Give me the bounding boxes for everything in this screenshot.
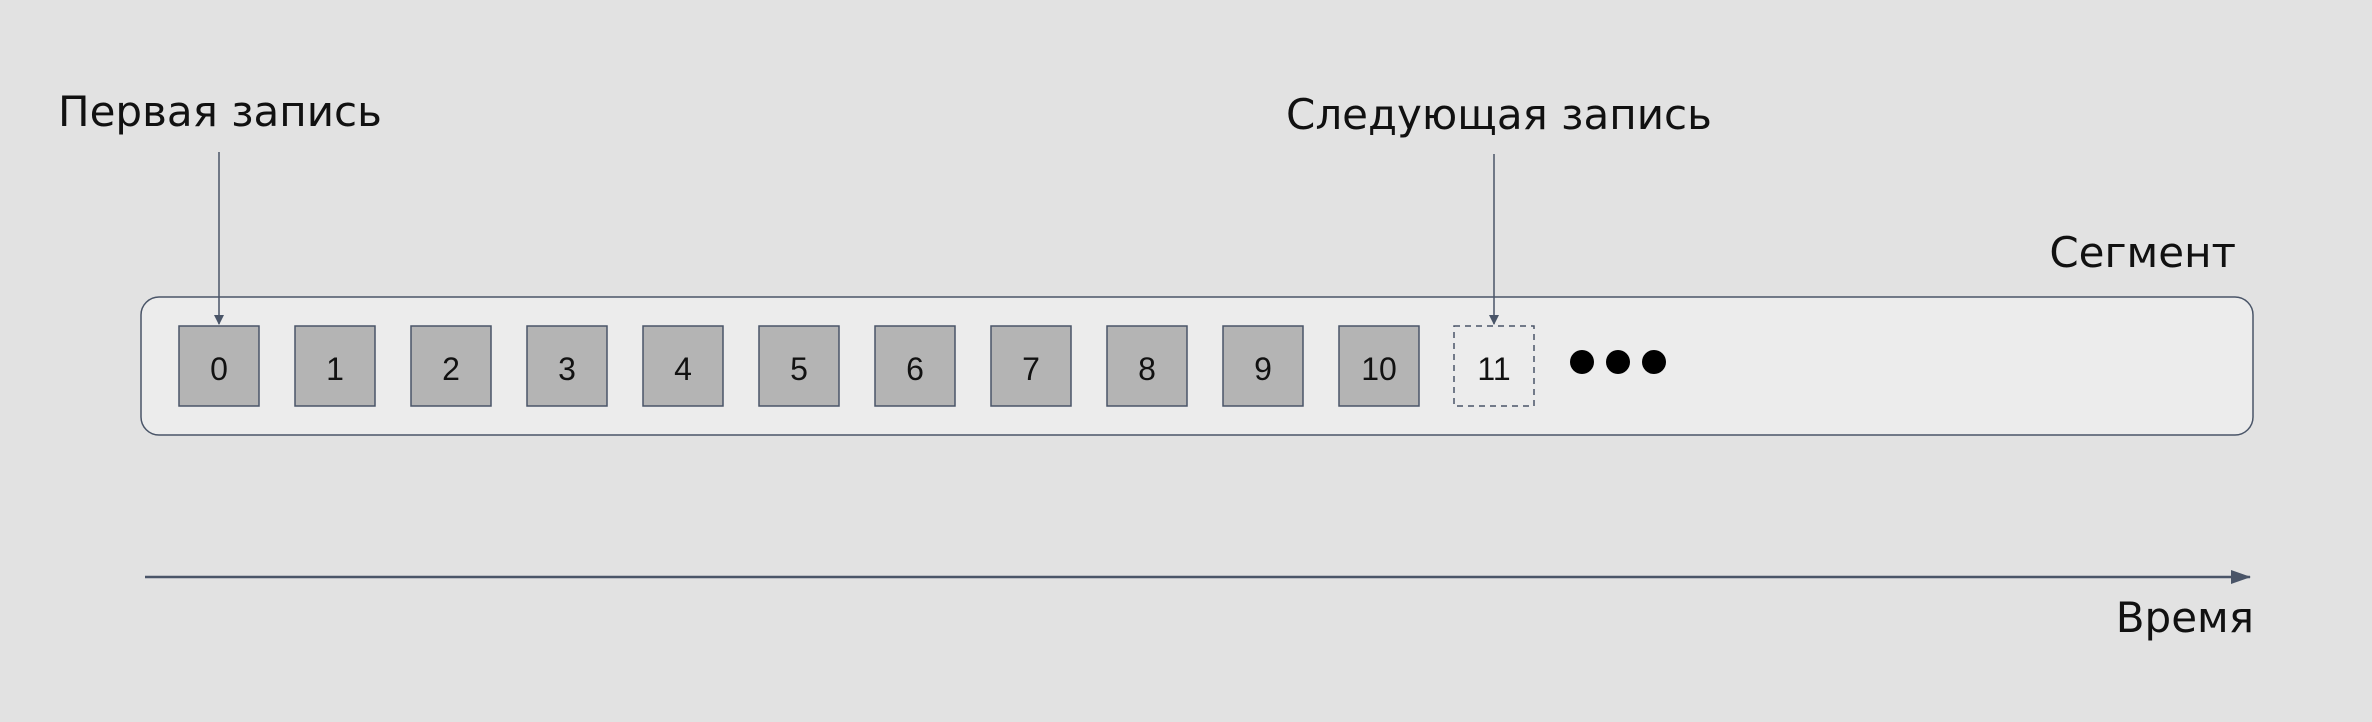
segment-label: Сегмент — [2049, 228, 2236, 277]
record-cell: 1 — [294, 325, 376, 407]
record-number: 1 — [326, 351, 344, 387]
time-label: Время — [2116, 593, 2254, 642]
record-box — [642, 325, 724, 407]
record-box — [1222, 325, 1304, 407]
record-box — [874, 325, 956, 407]
next-record-box — [1453, 325, 1535, 407]
record-cell: 8 — [1106, 325, 1188, 407]
record-cell: 9 — [1222, 325, 1304, 407]
record-box — [990, 325, 1072, 407]
next-record-number: 11 — [1477, 351, 1510, 387]
dot-1 — [1570, 350, 1594, 374]
record-number: 7 — [1022, 351, 1040, 387]
record-box — [410, 325, 492, 407]
record-number: 5 — [790, 351, 808, 387]
record-number: 6 — [906, 351, 924, 387]
record-cell: 0 — [178, 325, 260, 407]
record-box — [1338, 325, 1420, 407]
record-cell: 6 — [874, 325, 956, 407]
record-cell: 3 — [526, 325, 608, 407]
record-cell: 4 — [642, 325, 724, 407]
continuation-dots — [1570, 350, 1666, 374]
first-record-label: Первая запись — [58, 87, 382, 136]
record-number: 4 — [674, 351, 692, 387]
dot-2 — [1606, 350, 1630, 374]
record-cell: 7 — [990, 325, 1072, 407]
record-cell: 10 — [1338, 325, 1420, 407]
record-box — [294, 325, 376, 407]
record-number: 0 — [210, 351, 228, 387]
record-cell: 5 — [758, 325, 840, 407]
record-number: 2 — [442, 351, 460, 387]
record-box — [178, 325, 260, 407]
record-box — [1106, 325, 1188, 407]
record-number: 8 — [1138, 351, 1156, 387]
record-box — [758, 325, 840, 407]
next-record-cell: 11 — [1453, 325, 1535, 407]
record-cell: 2 — [410, 325, 492, 407]
dot-3 — [1642, 350, 1666, 374]
record-box — [526, 325, 608, 407]
record-list: 0 1 2 3 4 5 6 7 8 9 10 — [178, 325, 1420, 407]
next-record-label: Следующая запись — [1286, 90, 1712, 139]
record-number: 3 — [558, 351, 576, 387]
record-number: 10 — [1361, 351, 1397, 387]
record-number: 9 — [1254, 351, 1272, 387]
